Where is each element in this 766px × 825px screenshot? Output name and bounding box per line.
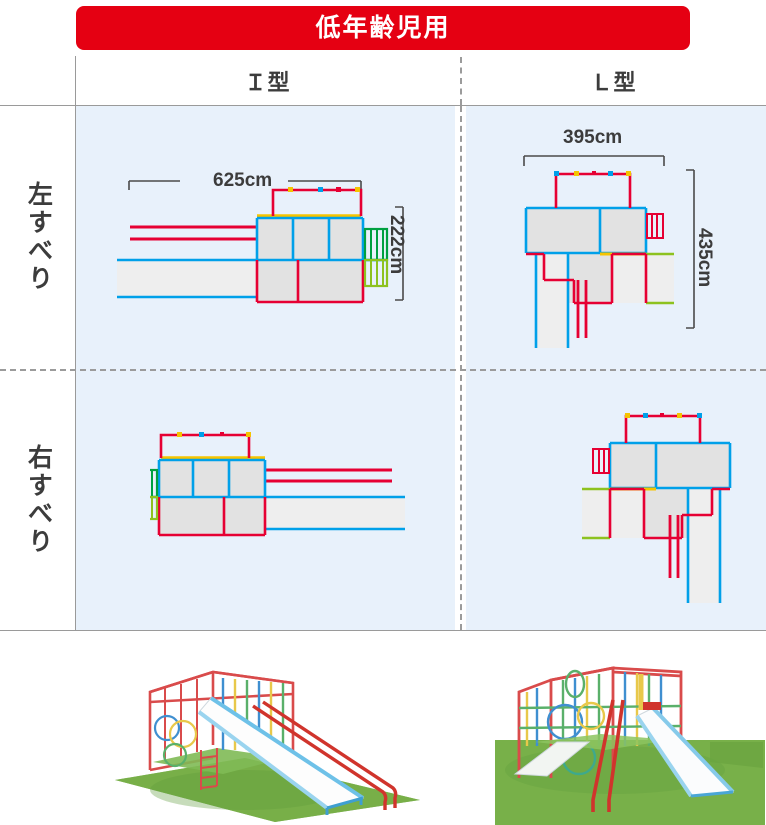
dimension-width-line	[128, 180, 362, 190]
diagram-i-type-right-slide	[150, 425, 410, 555]
divider-header-columns	[460, 57, 462, 105]
rule-left-column	[75, 56, 76, 630]
diagram-l-type-left-slide	[516, 148, 716, 348]
diagram-l-type-right-slide	[540, 408, 740, 608]
diagram-i-type-left-slide	[112, 165, 412, 325]
photo-l-type	[495, 650, 765, 825]
dimension-label-i-height: 222cm	[386, 215, 407, 275]
dimension-height-line	[686, 169, 695, 329]
dimension-width-line	[523, 155, 665, 166]
dimension-label-l-width: 395cm	[563, 127, 623, 148]
ladder-green	[150, 468, 159, 521]
dimension-height-line	[395, 206, 404, 301]
row-label-right-slide: 右すべり	[0, 370, 76, 630]
ladder-green	[363, 227, 389, 288]
dimension-label-l-height: 435cm	[694, 228, 715, 288]
column-header-row: Ｉ型 Ｌ型	[0, 56, 766, 105]
divider-rows	[0, 369, 766, 371]
rule-top	[0, 105, 766, 106]
row-label-left-slide: 左すべり	[0, 106, 76, 368]
ladder-red	[646, 213, 664, 239]
ladder-red	[592, 448, 610, 474]
row-label-right-slide-text: 右すべり	[24, 444, 53, 556]
column-header-i-type: Ｉ型	[244, 69, 291, 95]
arch-markers	[625, 413, 702, 418]
arch-markers	[288, 187, 360, 192]
divider-columns	[460, 106, 462, 630]
row-label-left-slide-text: 左すべり	[24, 181, 53, 293]
rule-bottom	[0, 630, 766, 631]
header-banner: 低年齢児用	[76, 6, 690, 50]
diagram-panel	[76, 106, 766, 630]
arch-markers	[177, 432, 251, 437]
column-header-l-type: Ｌ型	[590, 69, 637, 95]
dimension-label-i-width: 625cm	[213, 170, 273, 191]
arch-markers	[554, 171, 631, 176]
photo-i-type	[95, 650, 425, 825]
banner-title: 低年齢児用	[315, 13, 451, 42]
